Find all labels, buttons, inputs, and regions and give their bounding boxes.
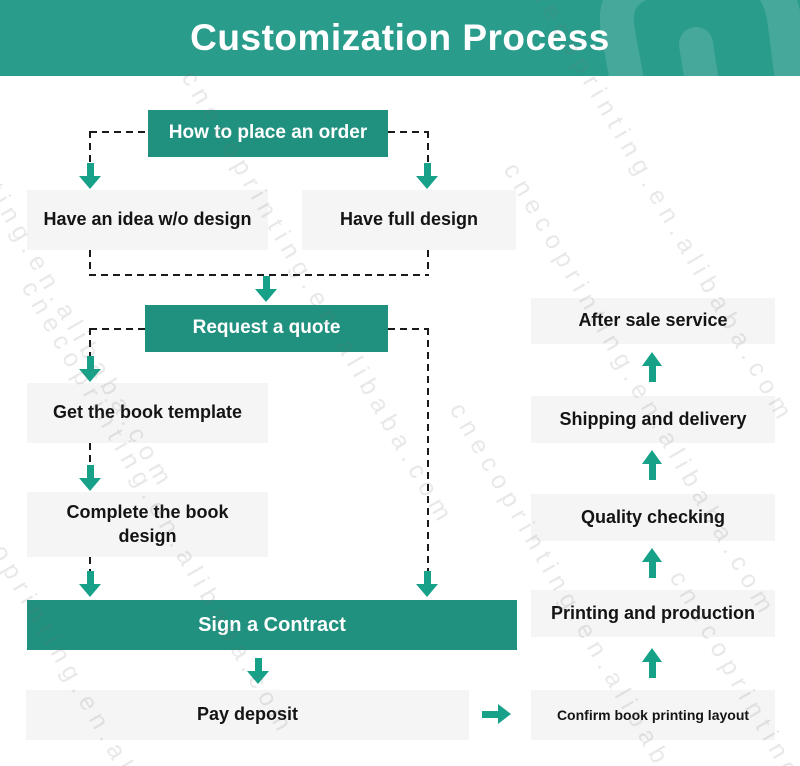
node-sign-a-contract: Sign a Contract [27,600,517,650]
node-pay-deposit: Pay deposit [26,690,469,740]
logo-mark-icon [599,0,800,76]
connector-order-right-h [388,131,428,133]
arrow-head [642,548,662,562]
node-request-a-quote: Request a quote [145,305,388,352]
connector-quote-right-long-v [427,328,429,572]
arrow-stem [482,710,498,718]
node-have-full-design: Have full design [302,190,516,250]
arrow-down-icon [416,163,438,189]
arrow-head [642,450,662,464]
arrow-head [79,478,101,491]
header-banner: Customization Process [0,0,800,76]
node-after-sale-service: After sale service [531,298,775,344]
arrow-head [247,671,269,684]
connector-idea-down-v [89,250,91,276]
arrow-down-icon [416,571,438,597]
arrow-head [642,352,662,366]
arrow-head [79,176,101,189]
arrow-stem [648,464,656,480]
arrow-down-icon [79,571,101,597]
arrow-stem [86,571,94,584]
connector-template-down-v [89,443,91,467]
arrow-stem [423,163,431,176]
node-shipping-and-delivery: Shipping and delivery [531,396,775,443]
arrow-down-icon [79,356,101,382]
arrow-down-icon [79,163,101,189]
node-how-to-place-order: How to place an order [148,110,388,157]
connector-quote-left-h [90,328,145,330]
connector-order-right-v [427,131,429,164]
node-have-idea-wo-design: Have an idea w/o design [27,190,268,250]
arrow-up-icon [642,352,662,382]
arrow-stem [648,366,656,382]
arrow-up-icon [642,648,662,678]
arrow-head [255,289,277,302]
arrow-head [416,584,438,597]
arrow-head [498,704,511,724]
node-quality-checking: Quality checking [531,494,775,541]
arrow-down-icon [247,658,269,684]
connector-full-down-v [427,250,429,276]
arrow-up-icon [642,548,662,578]
connector-merge-h [89,274,429,276]
connector-order-left-v [89,131,91,164]
arrow-right-icon [482,704,511,724]
watermark-text: cnecoprinting.en.alibaba.com [497,158,783,624]
arrow-stem [262,276,270,289]
node-get-book-template: Get the book template [27,383,268,443]
arrow-stem [254,658,262,671]
arrow-stem [648,662,656,678]
connector-quote-right-h [388,328,428,330]
arrow-down-icon [79,465,101,491]
arrow-stem [648,562,656,578]
arrow-stem [86,356,94,369]
arrow-stem [86,465,94,478]
page-title: Customization Process [190,17,610,58]
arrow-stem [86,163,94,176]
connector-design-down-v [89,557,91,573]
node-printing-and-production: Printing and production [531,590,775,637]
arrow-stem [423,571,431,584]
arrow-head [642,648,662,662]
arrow-head [416,176,438,189]
arrow-up-icon [642,450,662,480]
arrow-down-icon [255,276,277,302]
arrow-head [79,584,101,597]
node-confirm-book-printing-layout: Confirm book printing layout [531,690,775,740]
node-complete-book-design: Complete the book design [27,492,268,557]
connector-quote-left-v [89,328,91,358]
connector-order-left-h [90,131,148,133]
arrow-head [79,369,101,382]
